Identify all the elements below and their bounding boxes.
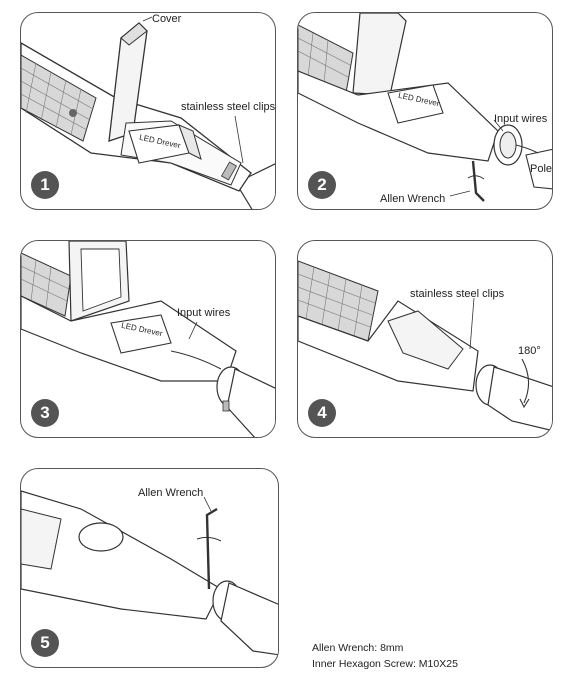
allen-wrench-label: Allen Wrench [380,193,446,205]
input-wires-label: Input wires [177,307,231,319]
step-5-panel: Allen Wrench 5 [20,468,279,668]
allen-wrench [196,507,222,590]
step-5-illustration [21,490,278,656]
screw-spec-note: Inner Hexagon Screw: M10X25 [312,658,458,670]
step-1-illustration [21,16,275,209]
step-3-panel: Input wires LED Drever 3 [20,240,276,438]
stainless-steel-clips-label: stainless steel clips [410,288,505,300]
step-3-badge: 3 [31,399,59,427]
step-4-badge: 4 [308,399,336,427]
step-2-badge: 2 [308,171,336,199]
allen-wrench-label: Allen Wrench [138,487,204,499]
led-driver-box [128,124,202,164]
pole-label: Pole [530,163,553,175]
allen-wrench [467,160,485,202]
input-wires-label: Input wires [494,113,548,125]
step-5-badge: 5 [31,629,59,657]
step-4-illustration [298,260,552,432]
step-1-badge: 1 [31,171,59,199]
step-4-panel: stainless steel clips 180° 4 [297,240,553,438]
stainless-steel-clips-label: stainless steel clips [181,101,276,113]
cover-label: Cover [152,13,182,25]
rotation-label: 180° [518,345,541,357]
step-2-illustration [298,13,552,202]
step-2-panel: Input wires Pole Allen Wrench LED Drever… [297,12,553,210]
step-1-panel: Cover stainless steel clips LED Drever 1 [20,12,276,210]
allen-wrench-size-note: Allen Wrench: 8mm [312,642,404,654]
step-3-illustration [21,241,275,437]
led-module [21,54,97,142]
